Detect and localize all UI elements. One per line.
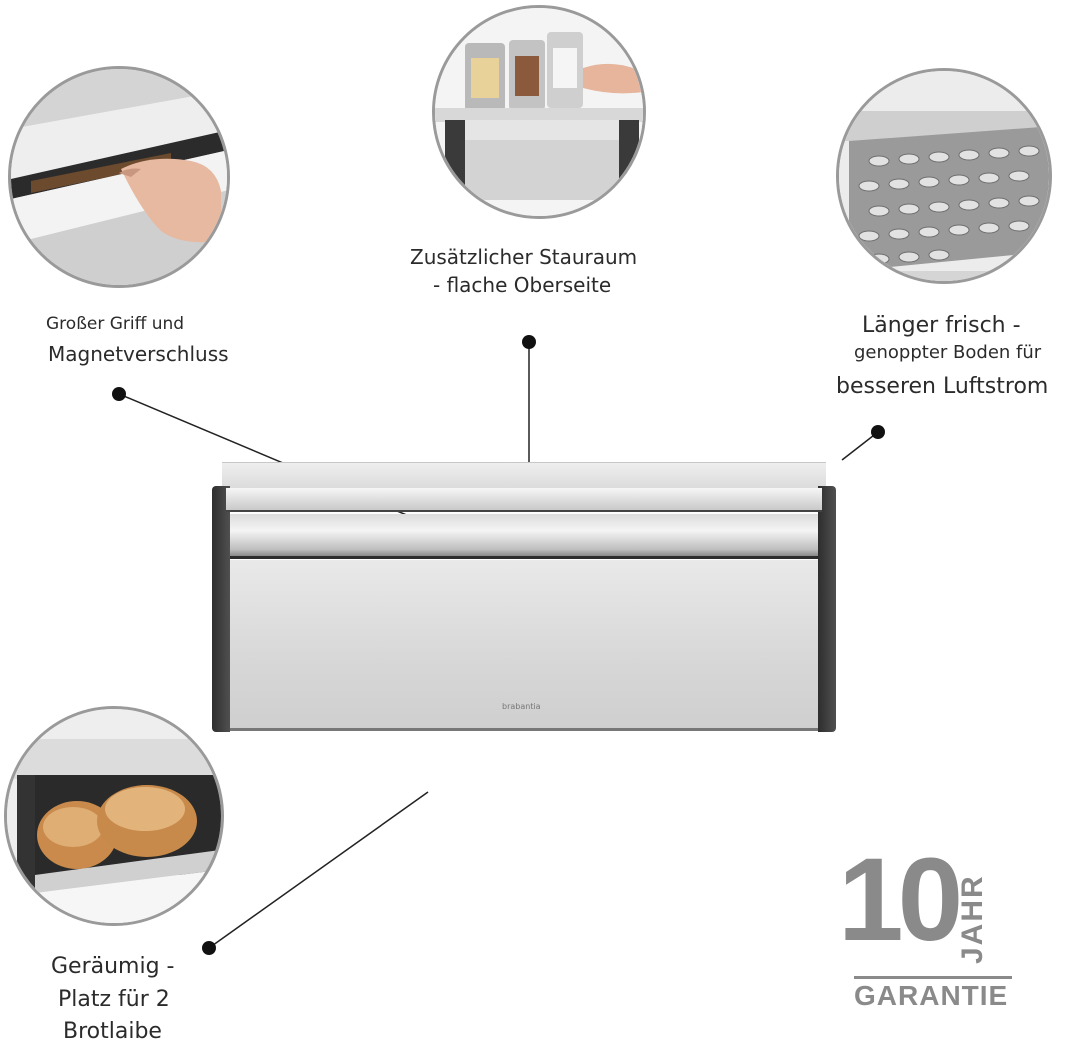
callout-storage-dot <box>522 335 536 349</box>
callout-spacious-line2: Platz für 2 <box>58 987 170 1012</box>
callout-fresh-line2: genoppter Boden für <box>854 342 1042 363</box>
guarantee-badge: 10 JAHR GARANTIE <box>838 834 1038 1020</box>
bread-bin-handle <box>230 514 818 559</box>
callout-handle-line1: Großer Griff und <box>46 314 185 334</box>
handle-closeup-image <box>11 69 227 285</box>
callout-fresh-line1: Länger frisch - <box>862 313 1021 338</box>
bread-bin-lid-top <box>222 462 826 493</box>
guarantee-number: 10 <box>838 834 963 966</box>
detail-circle-bread <box>4 706 224 926</box>
bread-bin-side-left <box>212 486 230 732</box>
storage-closeup-image <box>435 8 643 216</box>
callout-fresh-line3: besseren Luftstrom <box>836 374 1049 399</box>
brand-logo: brabantia <box>502 702 541 711</box>
leader-line-spacious <box>208 791 429 949</box>
callout-handle-line2: Magnetverschluss <box>48 342 229 366</box>
callout-spacious-line1: Geräumig - <box>51 954 175 979</box>
callout-handle-dot <box>112 387 126 401</box>
callout-fresh-dot <box>871 425 885 439</box>
detail-circle-bottom <box>836 68 1052 284</box>
bread-bin-product: brabantia <box>212 462 836 732</box>
bread-bin-side-right <box>818 486 836 732</box>
callout-spacious-line3: Brotlaibe <box>63 1019 162 1044</box>
guarantee-rule <box>854 976 1012 979</box>
detail-circle-handle <box>8 66 230 288</box>
bread-bin-rim <box>226 488 822 512</box>
callout-storage-line1: Zusätzlicher Stauraum <box>410 245 638 269</box>
guarantee-unit: JAHR <box>956 874 989 964</box>
guarantee-caption: GARANTIE <box>854 980 1009 1011</box>
callout-spacious-dot <box>202 941 216 955</box>
callout-storage-line2: - flache Oberseite <box>433 273 612 297</box>
bread-closeup-image <box>7 709 221 923</box>
detail-circle-storage <box>432 5 646 219</box>
bread-bin-front-panel <box>230 560 818 731</box>
bottom-closeup-image <box>839 71 1049 281</box>
